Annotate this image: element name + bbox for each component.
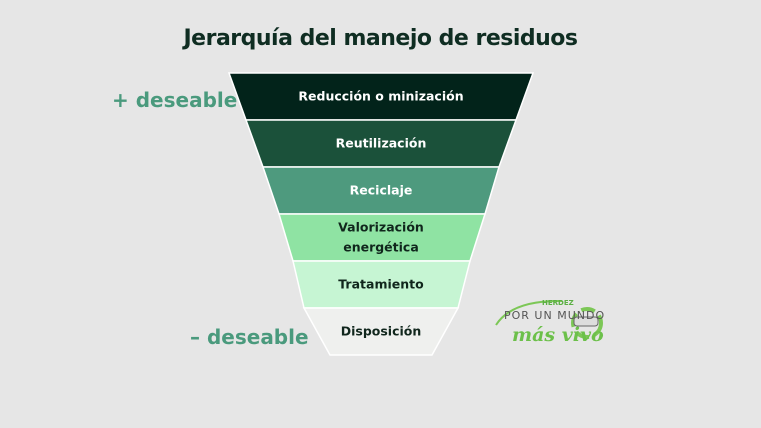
recycle-icon (495, 299, 603, 339)
less-desirable-label: – deseable (190, 325, 309, 349)
logo-line1: POR UN MUNDO (504, 309, 606, 322)
funnel-level-label: Reciclaje (350, 183, 413, 198)
more-desirable-label: + deseable (112, 88, 238, 112)
herdez-logo: HERDEZ POR UN MUNDO más vivo (492, 295, 612, 355)
funnel-level-label: Disposición (341, 324, 422, 339)
funnel-level-label: Reutilización (336, 136, 427, 151)
funnel-level-6 (302, 307, 460, 356)
funnel-level-label: Reducción o minización (298, 89, 463, 104)
logo-line2: más vivo (512, 324, 604, 346)
diagram-title: Jerarquía del manejo de residuos (183, 26, 579, 51)
funnel-level-label: Tratamiento (338, 277, 424, 292)
logo-brand: HERDEZ (542, 299, 574, 307)
